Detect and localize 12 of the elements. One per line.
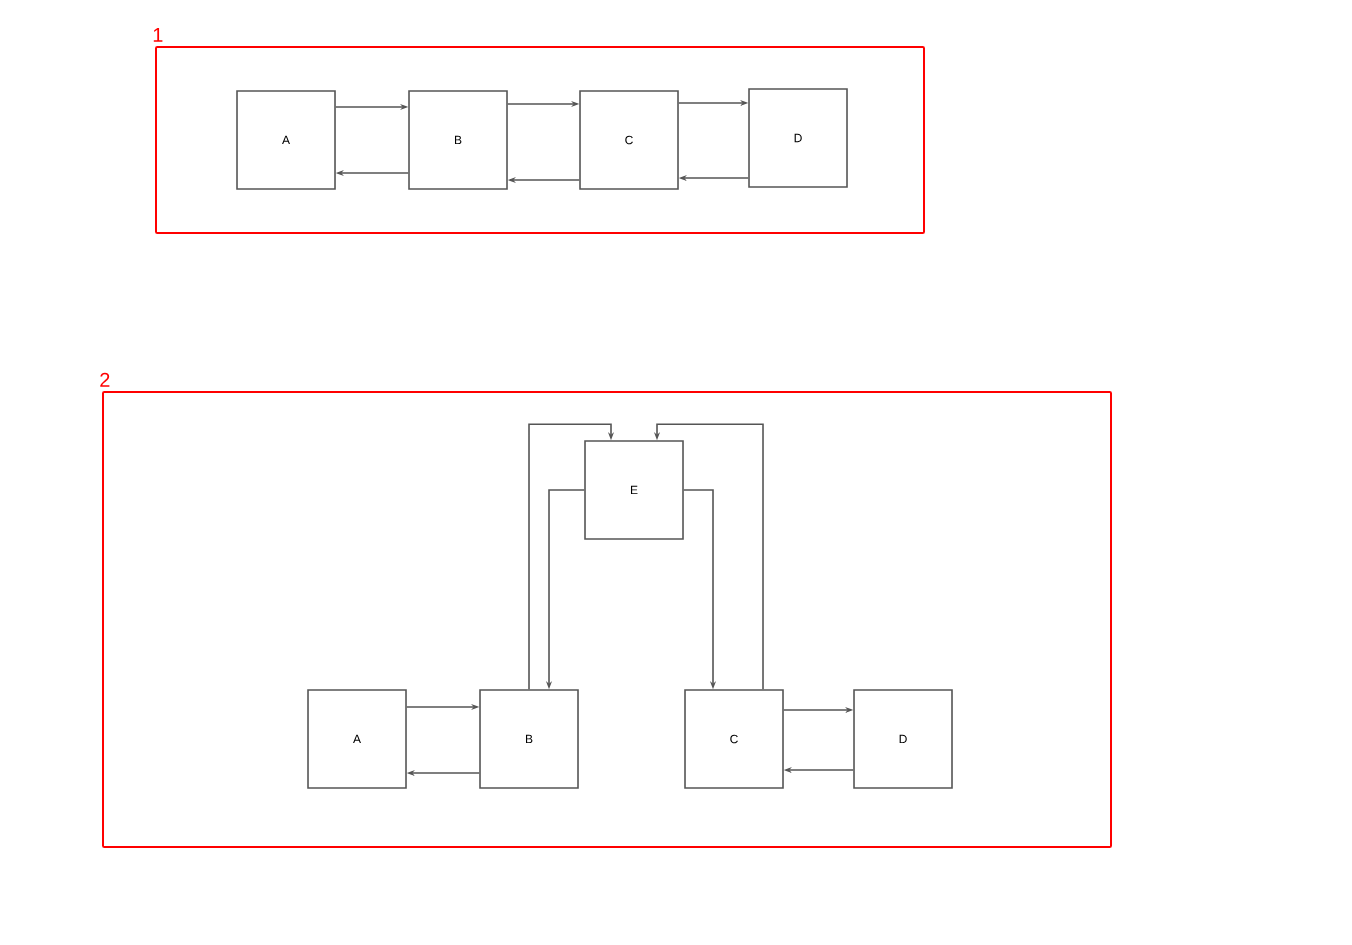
process-box: D — [748, 88, 848, 188]
arrow — [528, 423, 615, 690]
process-box: C — [684, 689, 784, 789]
frame-number: 2 — [100, 372, 110, 387]
process-box: B — [479, 689, 579, 789]
process-box: A — [307, 689, 407, 789]
process-box: B — [408, 90, 508, 190]
process-box: A — [236, 90, 336, 190]
process-box: D — [853, 689, 953, 789]
process-box: E — [584, 440, 684, 540]
process-box: C — [579, 90, 679, 190]
frame-number: 1 — [153, 27, 163, 42]
